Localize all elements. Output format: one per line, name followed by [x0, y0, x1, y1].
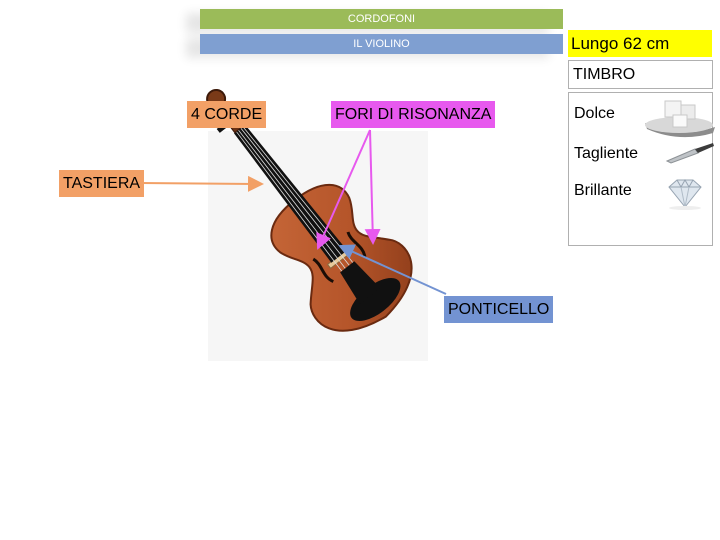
label-bridge: PONTICELLO	[444, 296, 554, 323]
timbre-dolce: Dolce	[574, 105, 615, 122]
timbre-brillante: Brillante	[574, 182, 632, 199]
diamond-icon	[668, 178, 702, 210]
sound-hole-arrow-left	[316, 129, 371, 250]
label-sound-holes: FORI DI RISONANZA	[331, 101, 496, 128]
instrument-bar: IL VIOLINO	[200, 34, 563, 54]
fingerboard-arrow	[139, 175, 264, 192]
category-bar: CORDOFONI	[200, 9, 563, 29]
length-label: Lungo 62 cm	[568, 30, 712, 57]
label-strings: 4 CORDE	[187, 101, 267, 128]
category-title: CORDOFONI	[347, 13, 416, 25]
timbre-tagliente: Tagliente	[574, 145, 639, 162]
bridge-arrow	[338, 244, 447, 295]
timbre-list: Dolce Tagliente Brillante	[568, 92, 715, 246]
sugar-cubes-icon	[645, 100, 715, 138]
label-fingerboard: TASTIERA	[59, 170, 145, 197]
timbre-title: TIMBRO	[568, 60, 713, 89]
knife-icon	[665, 143, 714, 164]
instrument-title: IL VIOLINO	[353, 38, 410, 50]
sound-hole-arrow-right	[364, 129, 381, 245]
